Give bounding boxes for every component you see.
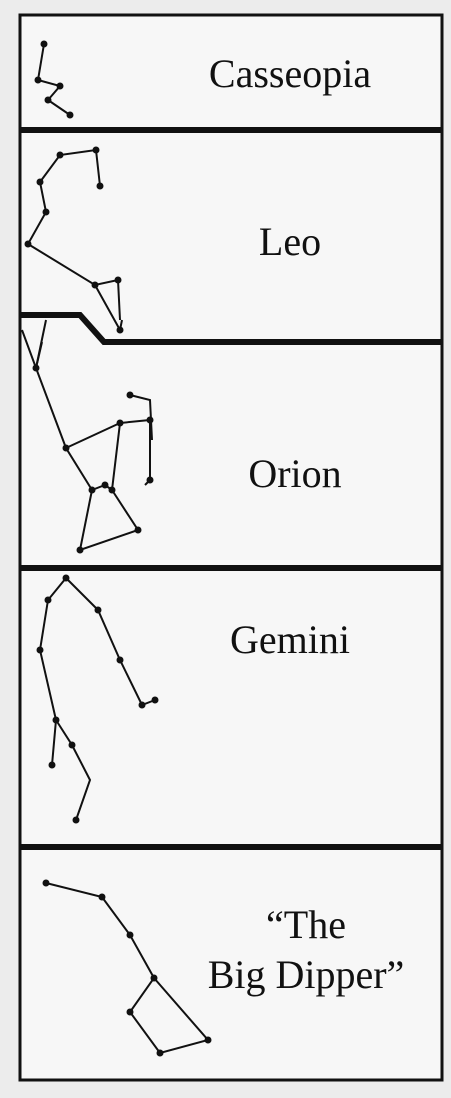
label-big-dipper-line2: Big Dipper”: [196, 950, 416, 1000]
label-orion: Orion: [220, 452, 370, 496]
label-big-dipper-line1: “The: [196, 900, 416, 950]
label-leo: Leo: [230, 220, 350, 264]
label-gemini: Gemini: [200, 618, 380, 662]
label-big-dipper: “The Big Dipper”: [196, 900, 416, 1000]
label-cassiopeia: Casseopia: [180, 52, 400, 96]
